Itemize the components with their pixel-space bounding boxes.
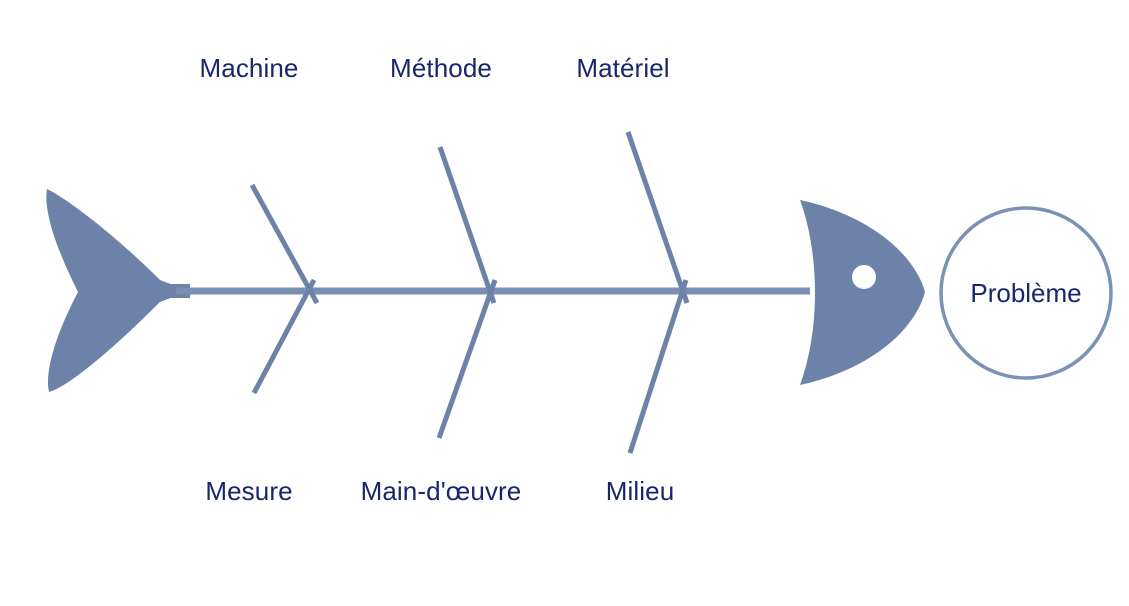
bone-machine <box>249 183 320 305</box>
problem-circle[interactable] <box>939 206 1113 380</box>
bone-main-doeuvre <box>436 279 498 439</box>
category-label-methode: Méthode <box>390 53 492 83</box>
bone-materiel <box>625 131 690 304</box>
fish-eye <box>852 265 876 289</box>
bone-methode <box>437 146 497 304</box>
fish-tail <box>46 189 176 392</box>
bone-mesure <box>251 278 317 395</box>
bone-milieu <box>627 279 689 454</box>
category-label-main-doeuvre: Main-d'œuvre <box>360 476 522 506</box>
problem-label: Problème <box>970 278 1082 308</box>
fish-head <box>800 200 925 385</box>
category-label-milieu: Milieu <box>605 476 675 506</box>
category-label-mesure: Mesure <box>205 476 293 506</box>
category-label-machine: Machine <box>199 53 299 83</box>
category-label-materiel: Matériel <box>576 53 670 83</box>
